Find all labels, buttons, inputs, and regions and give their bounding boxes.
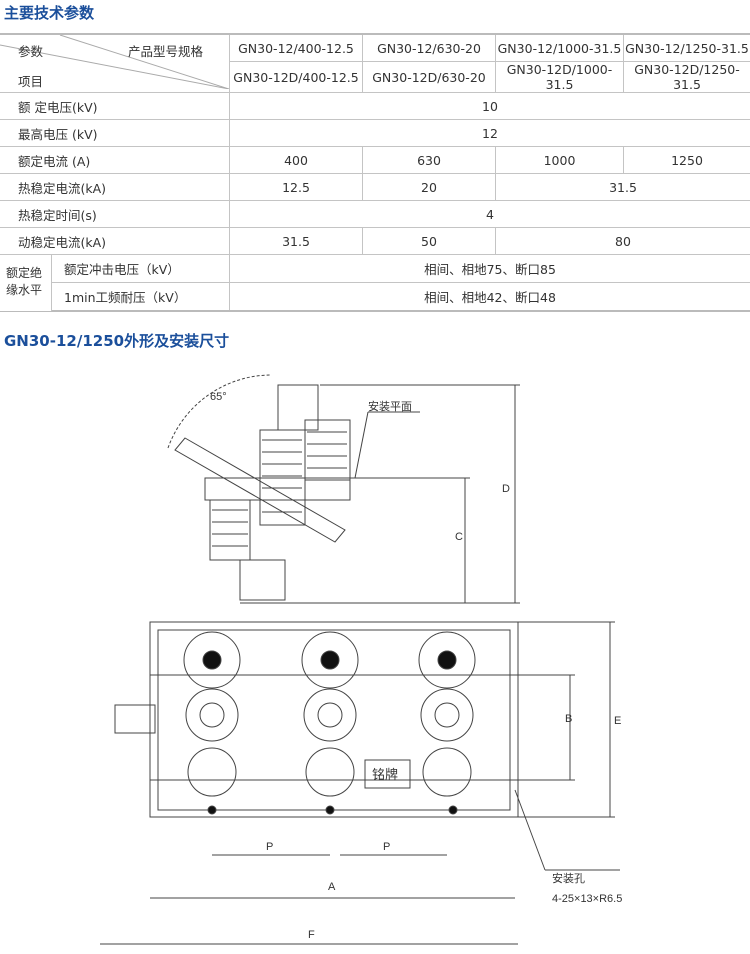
front-view: 铭牌 E B P P A F 安装孔 4-25×13×R6.5	[100, 621, 622, 945]
section-title-params: 主要技术参数	[4, 4, 95, 22]
row-label: 1min工频耐压（kV）	[64, 290, 187, 305]
row-value: 630	[362, 146, 496, 174]
row-value: 12.5	[229, 173, 363, 201]
model: GN30-12D/630-20	[362, 61, 496, 93]
row-label: 动稳定电流(kA)	[0, 227, 230, 255]
row-value: 31.5	[229, 227, 363, 255]
svg-text:铭牌: 铭牌	[372, 767, 398, 782]
row-value: 400	[229, 146, 363, 174]
row-label: 热稳定时间(s)	[0, 200, 230, 228]
row-value: 相间、相地42、断口48	[229, 282, 750, 312]
model: GN30-12D/1000-31.5	[495, 61, 624, 93]
row-value: 80	[495, 227, 750, 255]
row-value: 1250	[623, 146, 750, 174]
row-label: 热稳定电流(kA)	[0, 173, 230, 201]
svg-text:安装平面: 安装平面	[368, 399, 412, 413]
row-value: 1000	[495, 146, 624, 174]
row-label: 额定冲击电压（kV）	[64, 262, 180, 277]
row-value: 相间、相地75、断口85	[229, 254, 750, 283]
model: GN30-12D/400-12.5	[229, 61, 363, 93]
row-value: 4	[229, 200, 750, 228]
svg-text:B: B	[565, 713, 572, 725]
corner-param: 参数	[18, 44, 44, 59]
svg-text:C: C	[455, 531, 463, 543]
outline-drawing: 65° C D 安装平面 铭牌 E B P P A F 安装孔 4-25×13×R…	[100, 374, 622, 945]
svg-text:P: P	[266, 841, 273, 853]
section-title-drawing: GN30-12/1250外形及安装尺寸	[4, 332, 230, 350]
corner-cell: 参数 产品型号规格 项目	[0, 33, 230, 93]
model: GN30-12/630-20	[362, 33, 496, 62]
model: GN30-12/1250-31.5	[623, 33, 750, 62]
side-view: 65° C D 安装平面	[167, 374, 520, 604]
model: GN30-12/400-12.5	[229, 33, 363, 62]
row-value: 31.5	[495, 173, 750, 201]
svg-text:65°: 65°	[210, 391, 227, 403]
svg-text:P: P	[383, 841, 390, 853]
svg-text:D: D	[502, 483, 510, 495]
row-value: 20	[362, 173, 496, 201]
svg-text:安装孔: 安装孔	[552, 871, 585, 885]
row-label: 最高电压 (kV)	[0, 119, 230, 147]
svg-text:E: E	[614, 715, 621, 727]
svg-text:F: F	[308, 929, 315, 941]
model: GN30-12/1000-31.5	[495, 33, 624, 62]
row-label: 额 定电压(kV)	[0, 92, 230, 120]
row-value: 50	[362, 227, 496, 255]
insulation-cell: 额定绝缘水平 额定冲击电压（kV）	[0, 254, 230, 311]
row-label: 额定电流 (A)	[0, 146, 230, 174]
row-value: 10	[229, 92, 750, 120]
row-value: 12	[229, 119, 750, 147]
poles	[183, 631, 476, 815]
insulation-group: 额定绝缘水平	[0, 255, 52, 311]
svg-text:4-25×13×R6.5: 4-25×13×R6.5	[552, 893, 622, 905]
svg-text:A: A	[328, 881, 336, 893]
corner-spec: 产品型号规格	[128, 44, 204, 59]
model: GN30-12D/1250-31.5	[623, 61, 750, 93]
corner-item: 项目	[18, 74, 44, 89]
